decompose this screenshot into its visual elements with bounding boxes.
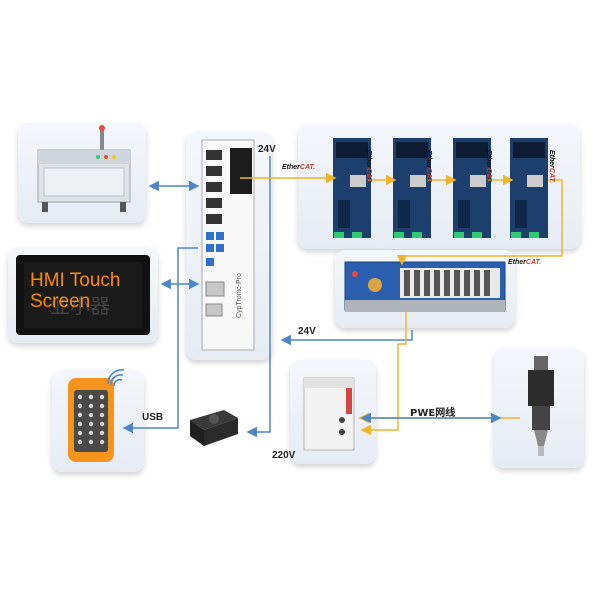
hmi-line-2: Screen bbox=[30, 291, 91, 312]
hmi-watermark: 业小器 bbox=[50, 294, 110, 318]
blue-wires bbox=[122, 156, 413, 438]
yellow-wires bbox=[240, 172, 563, 436]
ethercat-label-6: EtherCAT. bbox=[508, 259, 542, 266]
hmi-line-1: HMI Touch bbox=[30, 270, 121, 291]
label-pwe: PWE网线 bbox=[410, 408, 456, 419]
label-220v: 220V bbox=[272, 450, 296, 461]
controller-brand: CypTronic-Pro bbox=[236, 273, 243, 318]
controller-unit bbox=[201, 139, 255, 351]
io-terminal-board bbox=[344, 261, 506, 312]
servo-drive-4 bbox=[510, 138, 548, 238]
ethercat-label-4: EtherCAT. bbox=[485, 150, 492, 184]
label-24v-top: 24V bbox=[258, 144, 276, 155]
ethercat-label-1: EtherCAT. bbox=[282, 164, 316, 171]
hmi-touch-screen bbox=[16, 255, 150, 335]
ethercat-label-5: EtherCAT. bbox=[548, 150, 555, 184]
servo-drive-2 bbox=[393, 138, 431, 238]
power-adapter bbox=[190, 410, 238, 446]
hmi-title: HMI Touch Screen bbox=[30, 270, 120, 312]
wifi-icon bbox=[107, 369, 125, 387]
ethercat-label-2: EtherCAT. bbox=[365, 150, 372, 184]
laser-cutting-head bbox=[528, 356, 554, 456]
servo-drive-3 bbox=[453, 138, 491, 238]
servo-drive-1 bbox=[333, 138, 371, 238]
laser-power-supply bbox=[303, 377, 355, 451]
ethercat-label-3: EtherCAT. bbox=[425, 150, 432, 184]
handheld-remote bbox=[68, 378, 114, 462]
label-24v-io: 24V bbox=[298, 326, 316, 337]
laser-source-machine bbox=[37, 125, 131, 212]
label-usb: USB bbox=[142, 412, 164, 423]
